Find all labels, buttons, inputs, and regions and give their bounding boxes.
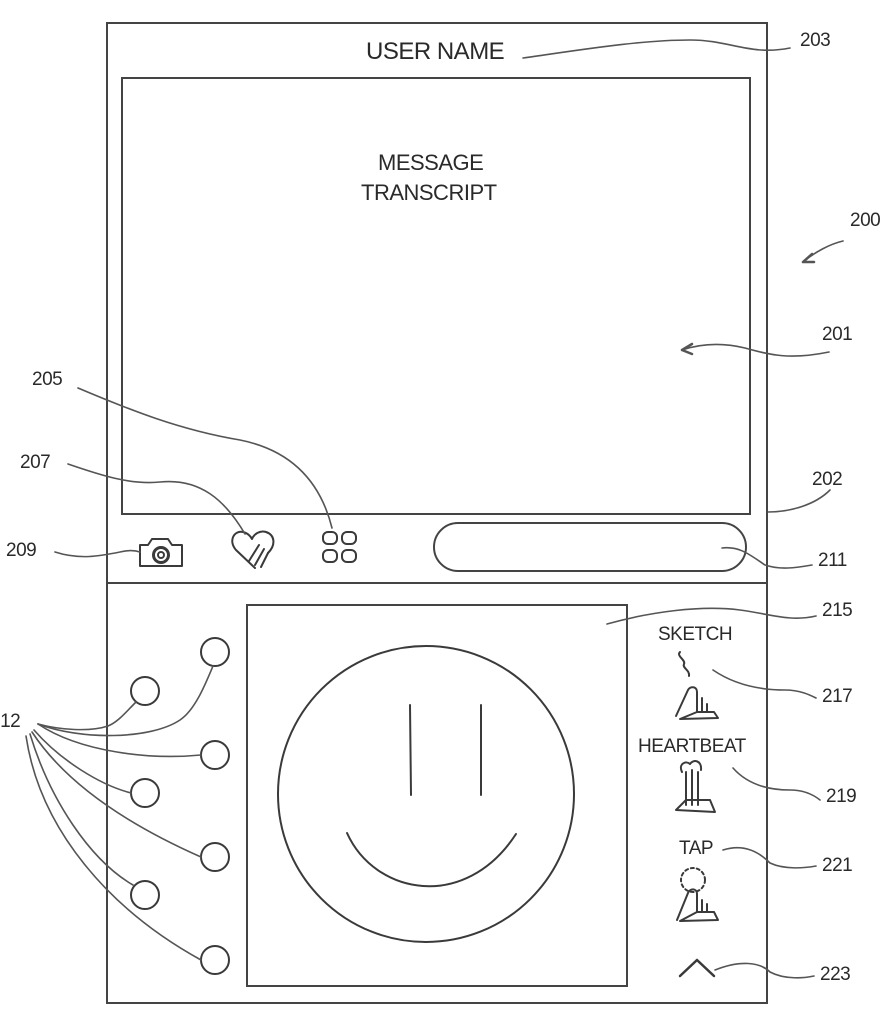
sketch-finger-icon[interactable] bbox=[675, 651, 719, 720]
leader-lines bbox=[25, 39, 844, 979]
leader-212-7 bbox=[25, 735, 202, 961]
heart-hand-icon[interactable] bbox=[231, 530, 275, 569]
drawing-canvas[interactable] bbox=[246, 604, 628, 987]
ref-223: 223 bbox=[820, 964, 851, 985]
color-circle-1 bbox=[200, 637, 230, 667]
gesture-label-sketch: SKETCH bbox=[658, 624, 733, 645]
ref-200: 200 bbox=[850, 210, 881, 231]
gesture-label-heartbeat: HEARTBEAT bbox=[638, 736, 746, 757]
smiley-face-sketch bbox=[277, 645, 575, 943]
color-circle-3 bbox=[200, 740, 230, 770]
heartbeat-finger-icon[interactable] bbox=[675, 760, 716, 813]
arrow-200 bbox=[801, 252, 816, 264]
camera-icon[interactable] bbox=[139, 538, 183, 567]
tap-finger-icon[interactable] bbox=[676, 867, 719, 922]
ref-219: 219 bbox=[826, 786, 857, 807]
message-transcript-area bbox=[121, 77, 751, 515]
leader-212-6 bbox=[29, 733, 134, 886]
ref-202: 202 bbox=[812, 469, 843, 490]
leader-201 bbox=[681, 343, 830, 357]
chevron-up-icon[interactable] bbox=[678, 958, 716, 978]
leader-217 bbox=[712, 669, 817, 699]
ref-212: 212 bbox=[0, 711, 21, 732]
leader-212-3 bbox=[37, 723, 202, 758]
ref-201: 201 bbox=[822, 324, 853, 345]
ref-205: 205 bbox=[32, 369, 63, 390]
gesture-label-tap: TAP bbox=[679, 838, 714, 859]
ref-215: 215 bbox=[822, 600, 853, 621]
leader-212-5 bbox=[31, 731, 202, 858]
arrow-201 bbox=[680, 342, 694, 356]
ref-203: 203 bbox=[800, 30, 831, 51]
app-grid-icon[interactable] bbox=[322, 531, 357, 563]
color-circle-6 bbox=[130, 880, 160, 910]
leader-212-1 bbox=[37, 665, 214, 737]
user-name-header: USER NAME bbox=[366, 38, 505, 65]
ref-211: 211 bbox=[818, 550, 847, 571]
leader-205 bbox=[77, 387, 333, 529]
leader-221 bbox=[722, 846, 817, 869]
smiley-left-eye bbox=[409, 704, 412, 796]
smiley-mouth bbox=[346, 832, 517, 888]
leader-223 bbox=[714, 962, 815, 979]
leader-203 bbox=[522, 39, 791, 59]
leader-200 bbox=[802, 240, 844, 263]
ref-209: 209 bbox=[6, 540, 37, 561]
leader-207 bbox=[67, 463, 246, 535]
leader-211 bbox=[721, 546, 813, 569]
color-circle-4 bbox=[130, 778, 160, 808]
ref-217: 217 bbox=[822, 686, 853, 707]
ref-221: 221 bbox=[822, 855, 853, 876]
leader-212-4 bbox=[33, 729, 132, 794]
device-frame bbox=[106, 22, 768, 1004]
color-circle-2 bbox=[130, 676, 160, 706]
leader-202 bbox=[767, 489, 831, 513]
color-circle-7 bbox=[200, 945, 230, 975]
message-text-field[interactable] bbox=[433, 522, 747, 572]
leader-209 bbox=[54, 549, 141, 558]
toolbar-divider bbox=[106, 582, 768, 584]
leader-212-2 bbox=[37, 701, 137, 731]
ref-207: 207 bbox=[20, 452, 51, 473]
color-circle-5 bbox=[200, 842, 230, 872]
leader-215 bbox=[606, 607, 817, 625]
transcript-label-line2: TRANSCRIPT bbox=[361, 180, 497, 205]
leader-219 bbox=[732, 767, 821, 801]
transcript-label-line1: MESSAGE bbox=[378, 150, 484, 175]
